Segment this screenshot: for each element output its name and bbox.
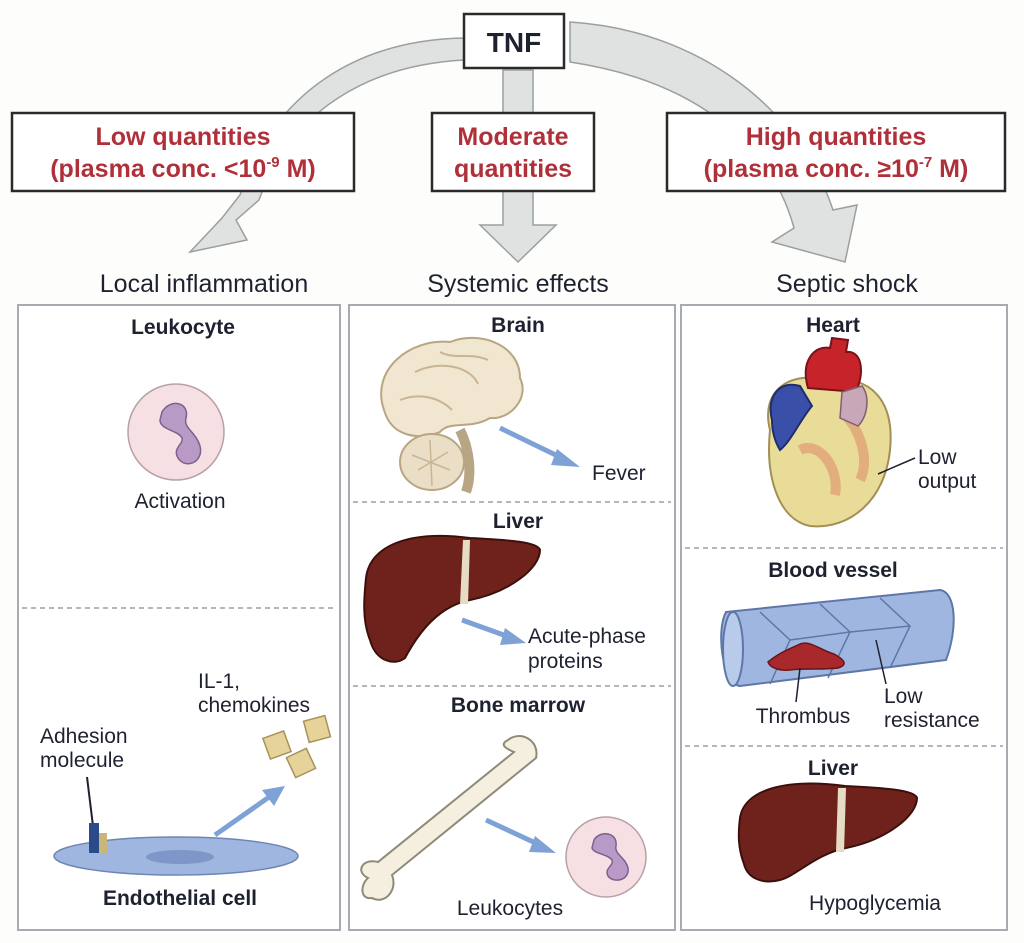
fever-arrow: [498, 425, 580, 467]
low-resistance-label-2: resistance: [884, 709, 980, 732]
endothelial-cell-icon: [53, 823, 299, 876]
heart-title: Heart: [806, 314, 860, 337]
activation-caption: Activation: [134, 490, 225, 513]
septic-liver-icon: [737, 782, 919, 883]
thrombus-label: Thrombus: [756, 705, 851, 728]
blood-vessel-title: Blood vessel: [768, 559, 898, 582]
marrow-leukocyte-icon: [565, 816, 647, 898]
septic-liver-title: Liver: [808, 757, 858, 780]
leukocytes-arrow: [484, 817, 556, 853]
low-quantities-box: [10, 111, 356, 193]
high-quantities-conc: (plasma conc. ≥10-7 M): [704, 154, 969, 183]
cytokine-particles: [261, 714, 332, 779]
local-inflammation-heading: Local inflammation: [100, 270, 308, 298]
brain-title: Brain: [491, 314, 545, 337]
low-quantities-conc: (plasma conc. <10-9 M): [50, 154, 316, 183]
moderate-quantities-line2: quantities: [454, 155, 572, 183]
low-quantities-title: Low quantities: [96, 123, 271, 151]
tnf-label: TNF: [487, 27, 541, 58]
acute-phase-arrow: [461, 617, 526, 645]
leukocyte-icon: [127, 383, 225, 481]
thrombus-pointer: [795, 667, 801, 703]
adhesion-pointer: [86, 776, 94, 827]
systemic-effects-heading: Systemic effects: [427, 270, 609, 298]
molecule-label: molecule: [40, 749, 124, 772]
acute-phase-label: Acute-phase: [528, 625, 646, 648]
low-output-label-1: Low: [918, 446, 957, 469]
leukocytes-label: Leukocytes: [457, 897, 563, 920]
brain-icon: [380, 337, 524, 494]
liver-title: Liver: [493, 510, 543, 533]
il1-label: IL-1,: [198, 670, 240, 693]
low-output-pointer: [877, 457, 916, 475]
fever-label: Fever: [592, 462, 646, 485]
moderate-quantities-box: [430, 111, 596, 193]
proteins-label: proteins: [528, 650, 603, 673]
low-output-label-2: output: [918, 470, 977, 493]
low-resistance-label-1: Low: [884, 685, 923, 708]
leukocyte-title: Leukocyte: [131, 316, 235, 339]
low-arrow: [187, 37, 465, 254]
septic-shock-heading: Septic shock: [776, 270, 918, 298]
heart-icon: [767, 336, 892, 528]
blood-vessel-icon: [720, 588, 955, 688]
cytokine-arrow: [213, 786, 285, 838]
bone-icon: [360, 735, 538, 901]
endothelial-cell-title: Endothelial cell: [103, 887, 257, 910]
high-quantities-box: [665, 111, 1007, 193]
high-arrow: [569, 21, 858, 263]
moderate-quantities-line1: Moderate: [457, 123, 568, 151]
chemokines-label: chemokines: [198, 694, 310, 717]
adhesion-label: Adhesion: [40, 725, 128, 748]
resistance-pointer: [875, 639, 887, 685]
tnf-box: [462, 12, 566, 70]
hypoglycemia-label: Hypoglycemia: [809, 892, 941, 915]
high-quantities-title: High quantities: [746, 123, 927, 151]
bone-marrow-title: Bone marrow: [451, 694, 586, 717]
liver-icon: [363, 534, 542, 663]
